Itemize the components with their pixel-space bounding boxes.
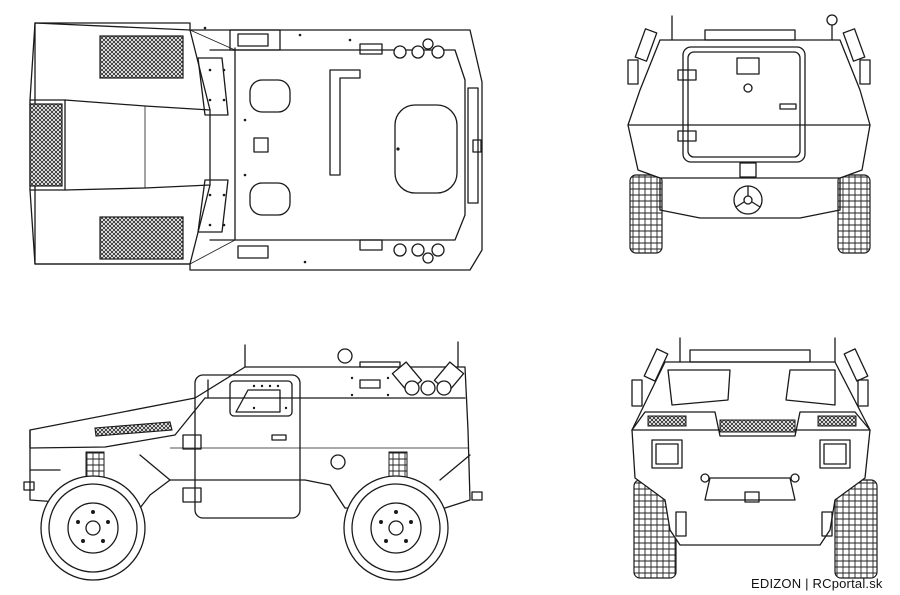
side-smoke-dischargers: [391, 361, 465, 396]
top-view: [29, 22, 483, 271]
top-grille-lower: [99, 216, 184, 260]
credit-text: EDIZON | RCportal.sk: [751, 576, 883, 591]
front-view: [627, 14, 871, 254]
side-hood-grille: [94, 421, 173, 437]
top-grille-upper: [99, 35, 184, 79]
side-door: [194, 374, 301, 519]
side-front-wheel: [40, 475, 146, 581]
top-smoke-dischargers-lower: [393, 243, 445, 264]
top-grille-front: [29, 103, 63, 187]
side-view: [23, 341, 483, 581]
rear-view: [631, 337, 878, 579]
top-smoke-dischargers-upper: [393, 38, 445, 59]
side-rear-wheel: [343, 475, 449, 581]
